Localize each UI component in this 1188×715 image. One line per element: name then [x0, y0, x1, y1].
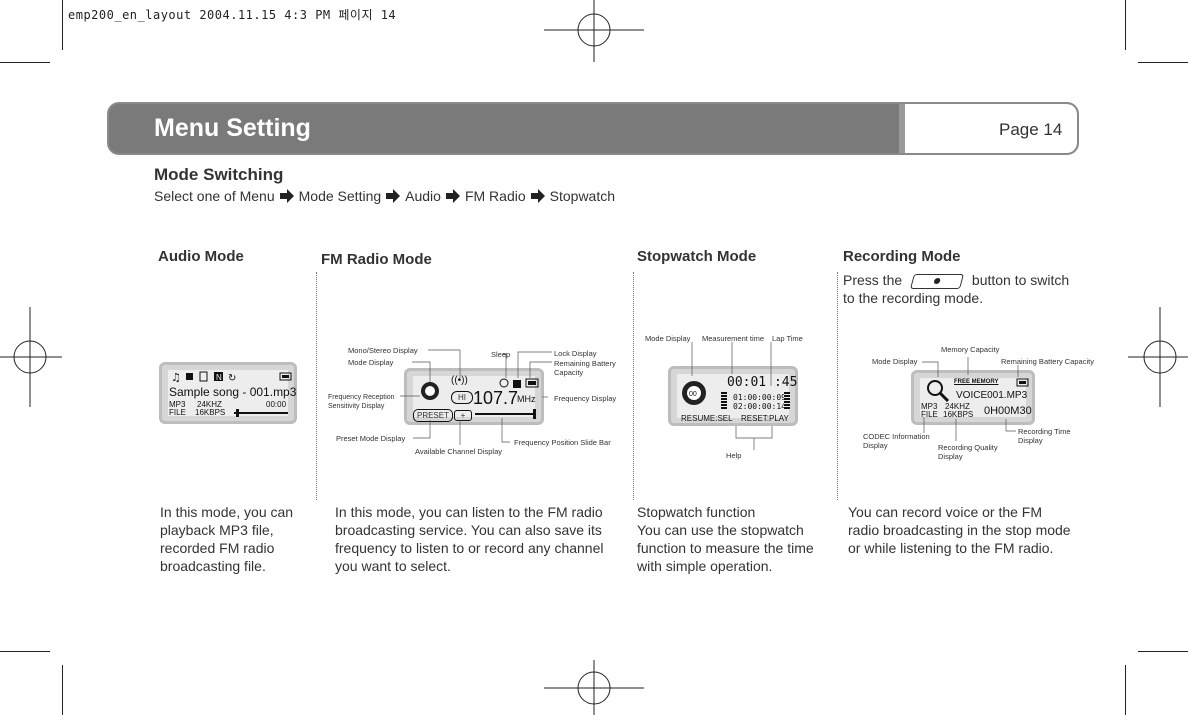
rec-type: FILE — [921, 410, 938, 419]
resume-hint: RESUME:SEL — [681, 414, 733, 423]
hi-sensitivity: HI — [451, 391, 473, 404]
audio-rate: 16KBPS — [195, 408, 226, 417]
rec-format: MP3 — [921, 402, 938, 411]
memory-capacity-label: Memory Capacity — [941, 345, 1000, 354]
slide-bar-label: Frequency Position Slide Bar — [514, 438, 611, 447]
svg-text:♫: ♫ — [171, 371, 181, 384]
rec-mode-display-label: Mode Display — [872, 357, 918, 366]
preset-mode-label: Preset Mode Display — [336, 434, 406, 443]
svg-text:N: N — [216, 373, 222, 382]
recording-time: 0H00M30 — [984, 405, 1032, 417]
sw-mode-display-label: Mode Display — [645, 334, 691, 343]
audio-progress-thumb — [236, 409, 239, 417]
help-label: Help — [726, 451, 742, 460]
recording-lcd-display: FREE MEMORY VOICE001.MP3 MP3 FILE 24KHZ … — [911, 370, 1035, 425]
lock-label: Lock Display — [554, 349, 597, 358]
audio-format: MP3 — [169, 400, 186, 409]
audio-freq: 24KHZ — [197, 400, 222, 409]
stopwatch-callout-lines — [691, 342, 773, 450]
sleep-label: Sleep — [491, 350, 511, 359]
rec-battery-label: Remaining Battery Capacity — [1001, 357, 1094, 366]
recording-instruction: Press the button to switch to the record… — [843, 272, 1070, 306]
fm-frequency: 107.7 — [473, 388, 519, 408]
recording-filename: VOICE001.MP3 — [956, 390, 1028, 401]
lap-bar-left — [721, 392, 727, 410]
fm-status-icons — [499, 378, 539, 388]
fm-mode-display-label: Mode Display — [348, 358, 394, 367]
lap-time-1: 01:00:00:09 — [733, 393, 786, 402]
svg-text:00: 00 — [689, 391, 697, 398]
preset-indicator: PRESET — [413, 409, 453, 422]
stopwatch-main-time: 00:01 :45 — [727, 375, 798, 390]
battery-icon — [1016, 378, 1029, 387]
lap-time-label: Lap Time — [772, 334, 803, 343]
fm-lcd-display: ((•)) HI 107.7 MHz PRESET + — [404, 368, 544, 425]
recording-mode-heading: Recording Mode — [843, 248, 961, 265]
fm-mode-heading: FM Radio Mode — [321, 251, 432, 268]
fm-unit: MHz — [517, 394, 536, 404]
record-button-icon — [910, 273, 965, 289]
stereo-icon: ((•)) — [451, 375, 468, 386]
song-title: Sample song - 001.mp3 — [169, 385, 297, 399]
free-memory-label: FREE MEMORY — [954, 379, 999, 385]
audio-status-icons: ♫ N ↻ — [171, 371, 292, 384]
reset-hint: RESET:PLAY — [741, 414, 789, 423]
mono-stereo-label: Mono/Stereo Display — [348, 346, 418, 355]
slide-bar-thumb — [533, 409, 536, 419]
audio-time: 00:00 — [266, 400, 287, 409]
audio-mode-heading: Audio Mode — [158, 248, 244, 265]
stopwatch-mode-heading: Stopwatch Mode — [637, 248, 757, 265]
path-item: FM Radio — [464, 188, 526, 204]
path-item: Mode Setting — [298, 188, 382, 204]
print-header: emp200_en_layout 2004.11.15 4:3 PM 페이지 1… — [68, 8, 397, 22]
measurement-time-label: Measurement time — [702, 334, 765, 343]
divider — [633, 272, 634, 500]
mode-icon — [421, 382, 439, 400]
path-item: Stopwatch — [549, 188, 616, 204]
rec-rate: 16KBPS — [943, 410, 974, 419]
rec-freq: 24KHZ — [945, 402, 970, 411]
channel-indicator: + — [454, 410, 472, 421]
audio-progress-bar — [234, 412, 288, 414]
frequency-display-label: Frequency Display — [554, 394, 617, 403]
fm-description: In this mode, you can listen to the FM r… — [335, 504, 604, 574]
lap-bar-right — [784, 392, 790, 410]
svg-text:↻: ↻ — [228, 373, 236, 384]
mode-switching-heading: Mode Switching — [154, 165, 284, 184]
title-bar — [107, 102, 1079, 155]
divider — [837, 272, 838, 500]
microphone-icon — [927, 380, 950, 403]
divider — [316, 272, 317, 500]
path-item: Select one of Menu — [154, 188, 275, 204]
arrow-right-icon — [445, 189, 460, 203]
page-title: Menu Setting — [154, 114, 311, 142]
lap-time-2: 02:00:00:14 — [733, 402, 786, 411]
menu-path: Select one of Menu Mode Setting Audio FM… — [154, 188, 615, 204]
arrow-right-icon — [386, 189, 401, 203]
channel-label: Available Channel Display — [415, 447, 502, 456]
stopwatch-lcd-display: 00 00:01 :45 01:00:00:09 02:00:00:14 RES… — [668, 366, 798, 426]
frequency-slide-bar — [475, 413, 535, 415]
audio-type: FILE — [169, 408, 186, 417]
audio-lcd-display: ♫ N ↻ Sample song - 001.mp3 MP3 24KHZ 00:0… — [159, 362, 297, 424]
path-item: Audio — [405, 188, 441, 204]
recording-callout-lines — [922, 357, 1019, 441]
page-number: Page 14 — [999, 120, 1063, 139]
fm-callout-lines — [400, 349, 552, 445]
stopwatch-icon: 00 — [682, 381, 706, 405]
arrow-right-icon — [530, 189, 545, 203]
arrow-right-icon — [279, 189, 294, 203]
